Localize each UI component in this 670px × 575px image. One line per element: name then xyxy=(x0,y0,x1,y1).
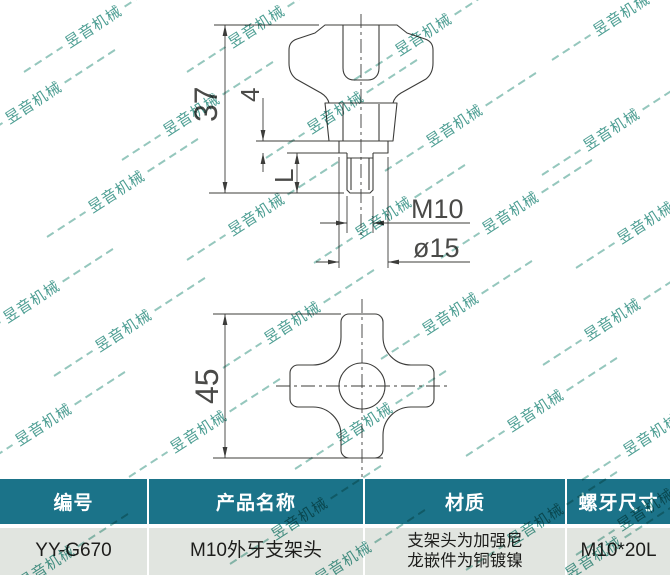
cell-material-line2: 龙嵌件为铜镀镍 xyxy=(407,551,523,570)
knob-head-outline xyxy=(288,24,434,104)
col-header-product-name: 产品名称 xyxy=(149,479,363,524)
arrow xyxy=(388,259,399,265)
arrow xyxy=(294,182,300,193)
side-view: 37 4 L M10 xyxy=(188,14,470,268)
cell-product-name: M10外牙支架头 xyxy=(149,528,363,575)
technical-drawing: 37 4 L M10 xyxy=(188,14,470,477)
spec-table: 编号 产品名称 材质 螺牙尺寸 YY-G670 M10外牙支架头 支架头为加强尼… xyxy=(0,479,670,575)
col-header-code: 编号 xyxy=(0,479,147,524)
hex-boss xyxy=(324,102,398,142)
arrow xyxy=(222,314,228,325)
dim-label-outer-size: 45 xyxy=(189,368,225,404)
dim-label-thread-spec: M10 xyxy=(411,194,464,224)
knob-hub-recess xyxy=(342,25,380,81)
arrow xyxy=(260,153,266,164)
dim-label-thread-length: L xyxy=(269,169,299,183)
cell-material: 支架头为加强尼 龙嵌件为铜镀镍 xyxy=(365,528,565,575)
dim-label-overall-height: 37 xyxy=(188,86,224,122)
dim-label-collar-diameter: ø15 xyxy=(413,233,460,263)
cross-knob-outline xyxy=(289,313,435,459)
arrow xyxy=(222,25,228,36)
arrow xyxy=(222,182,228,193)
collar-left xyxy=(338,141,347,154)
col-header-thread-size: 螺牙尺寸 xyxy=(567,479,670,524)
arrow xyxy=(260,130,266,141)
arrow xyxy=(294,153,300,164)
cell-code: YY-G670 xyxy=(0,528,147,575)
arrow xyxy=(222,447,228,458)
cell-thread-size: M10*20L xyxy=(567,528,670,575)
arrow xyxy=(336,220,347,226)
dim-label-collar-height: 4 xyxy=(235,88,265,102)
collar-right xyxy=(373,141,389,154)
col-header-material: 材质 xyxy=(365,479,565,524)
arrow xyxy=(373,220,384,226)
stud-outline xyxy=(346,153,374,194)
cell-material-line1: 支架头为加强尼 xyxy=(407,532,523,551)
arrow xyxy=(328,259,339,265)
bottom-view: 45 xyxy=(189,299,450,477)
